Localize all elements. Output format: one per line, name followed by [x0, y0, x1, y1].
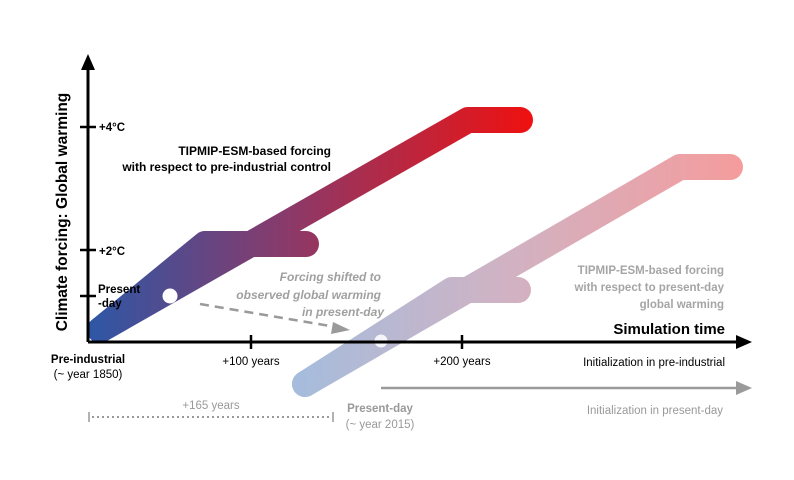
init-pd-arrow — [381, 381, 752, 395]
pi-forcing-label-line2: with respect to pre-industrial control — [121, 160, 331, 174]
x-axis-arrowhead — [736, 335, 752, 349]
pd-forcing-label-line1: TIPMIP-ESM-based forcing — [578, 265, 724, 277]
pd-forcing-band — [292, 154, 743, 397]
shift-label-line1: Forcing shifted to — [280, 270, 381, 284]
pi-forcing-band — [87, 107, 533, 343]
origin-label: Pre-industrial — [51, 354, 125, 366]
x-tick-label-200: +200 years — [433, 356, 490, 368]
pd-forcing-label-line3: global warming — [640, 299, 724, 311]
y-tick-label-4c: +4°C — [99, 122, 125, 134]
axes — [80, 54, 752, 349]
offset-bracket — [88, 412, 334, 422]
pi-forcing-label-line1: TIPMIP-ESM-based forcing — [178, 144, 331, 158]
init-pd-label: Initialization in present-day — [587, 405, 723, 417]
init-pi-label: Initialization in pre-industrial — [583, 357, 725, 369]
y-tick-label-day: -day — [98, 298, 122, 310]
shift-arrow — [199, 302, 350, 334]
shift-label-line2: observed global warming — [236, 288, 381, 302]
pd-forcing-main-branch — [292, 154, 743, 397]
shift-label-line3: in present-day — [302, 305, 385, 319]
pd-forcing-label-line2: with respect to present-day — [573, 282, 724, 294]
y-axis-label: Climate forcing: Global warming — [54, 93, 71, 332]
present-day-warming-marker — [162, 288, 178, 304]
offset-label: +165 years — [182, 400, 239, 412]
present-day-label: Present-day — [347, 403, 413, 415]
x-axis-label: Simulation time — [613, 321, 725, 338]
x-tick-label-100: +100 years — [222, 356, 279, 368]
origin-sublabel: (~ year 1850) — [54, 369, 123, 381]
y-tick-label-2c: +2°C — [99, 246, 125, 258]
y-axis-arrowhead — [81, 54, 95, 70]
y-tick-label-present: Present — [98, 284, 140, 296]
present-day-sublabel: (~ year 2015) — [346, 419, 415, 431]
pi-forcing-main-branch — [87, 107, 533, 343]
